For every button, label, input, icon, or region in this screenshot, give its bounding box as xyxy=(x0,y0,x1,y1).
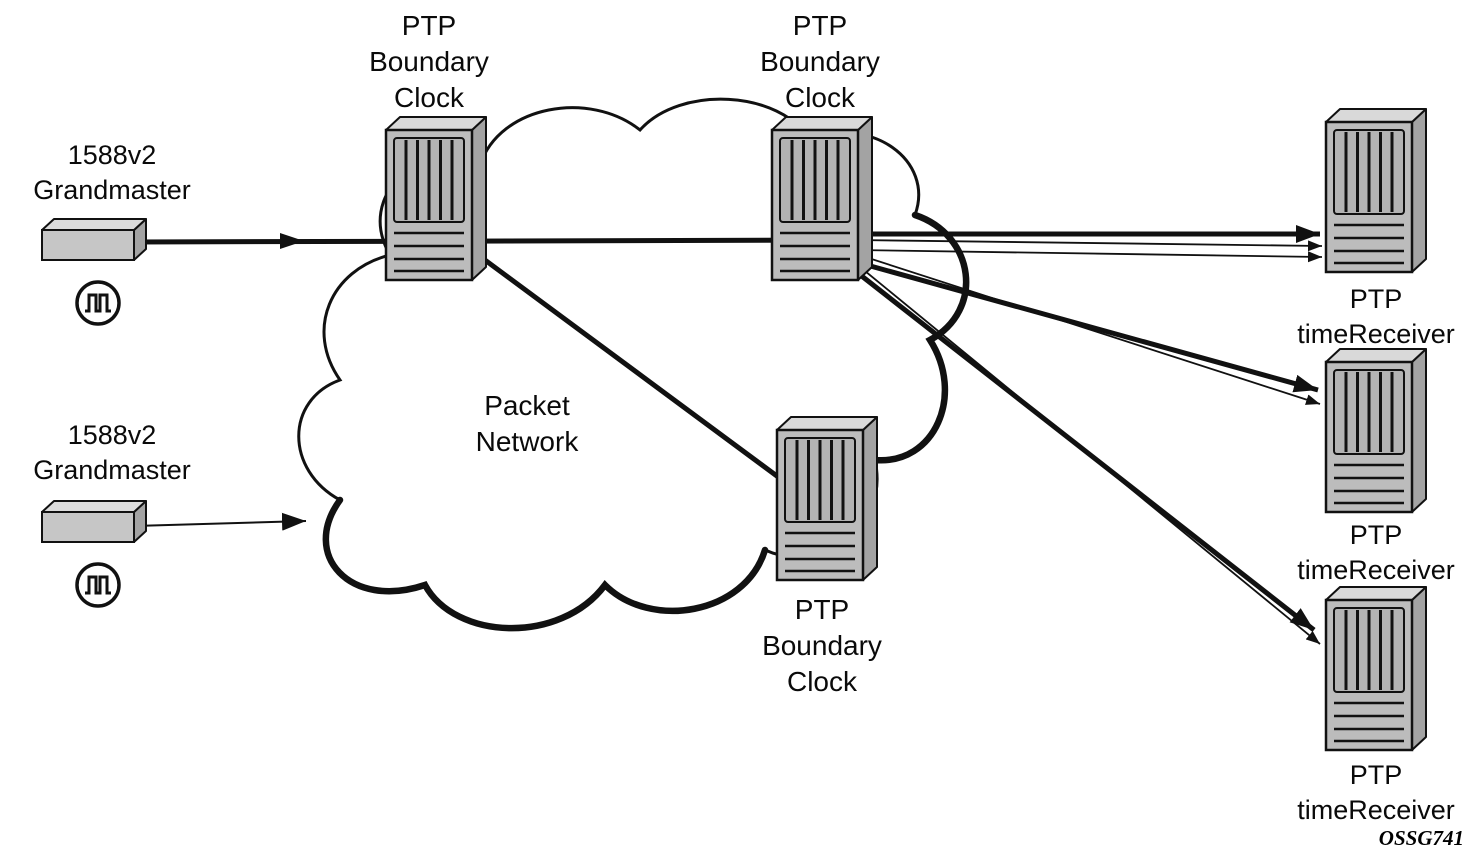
cloud-outline-emphasis-bottom xyxy=(322,496,769,632)
figure-id-watermark: OSSG741 xyxy=(1378,826,1464,850)
time-receiver-3-device xyxy=(1324,585,1428,752)
link-bc2-to-receiver2 xyxy=(855,259,1319,393)
link-bc2-to-receiver1-thin-b xyxy=(855,249,1323,263)
boundary-clock-2-device xyxy=(770,115,874,282)
label-boundary-clock-2: PTP Boundary Clock xyxy=(760,10,880,113)
link-bc2-to-receiver1-thin-a xyxy=(855,239,1323,252)
label-boundary-clock-1: PTP Boundary Clock xyxy=(369,10,489,113)
label-packet-network: Packet Network xyxy=(475,390,579,457)
arrowhead-grandmaster1 xyxy=(280,233,304,249)
grandmaster-1-device xyxy=(41,218,147,261)
link-bc2-to-receiver3-thin xyxy=(853,261,1321,645)
time-receiver-2-device xyxy=(1324,347,1428,514)
clock-signal-icon-2 xyxy=(75,562,121,608)
link-bc2-to-receiver2-thin xyxy=(855,253,1321,405)
label-grandmaster-2: 1588v2 Grandmaster xyxy=(33,420,191,485)
label-boundary-clock-3: PTP Boundary Clock xyxy=(762,594,882,697)
link-grandmaster2-to-cloud xyxy=(133,512,307,531)
label-time-receiver-1: PTP timeReceiver xyxy=(1297,284,1455,349)
link-bc1-to-bc3 xyxy=(464,243,814,505)
grandmaster-2-device xyxy=(41,500,147,543)
label-time-receiver-3: PTP timeReceiver xyxy=(1297,760,1455,825)
link-grandmaster1-to-bc2 xyxy=(133,237,861,245)
label-grandmaster-1: 1588v2 Grandmaster xyxy=(33,140,191,205)
clock-signal-icon-1 xyxy=(75,280,121,326)
boundary-clock-1-device xyxy=(384,115,488,282)
links xyxy=(133,225,1323,645)
label-time-receiver-2: PTP timeReceiver xyxy=(1297,520,1455,585)
time-receiver-1-device xyxy=(1324,107,1428,274)
boundary-clock-3-device xyxy=(775,415,879,582)
cloud-outline-emphasis-right xyxy=(871,211,970,464)
